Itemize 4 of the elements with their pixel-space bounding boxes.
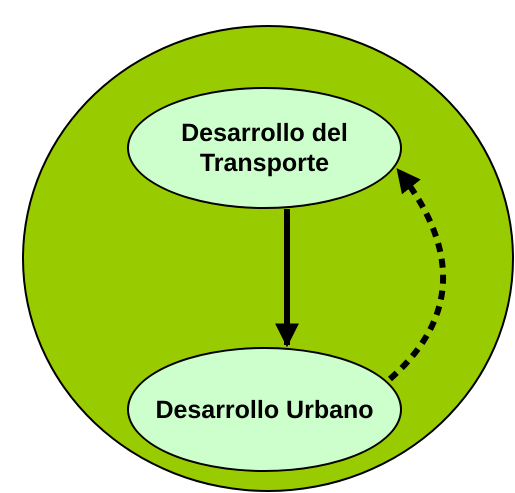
arrow [275,209,299,348]
dashed-arrow [388,168,446,382]
ellipse-node: Desarrollo del Transporte [127,87,402,209]
ellipse-node: Desarrollo Urbano [127,347,402,472]
